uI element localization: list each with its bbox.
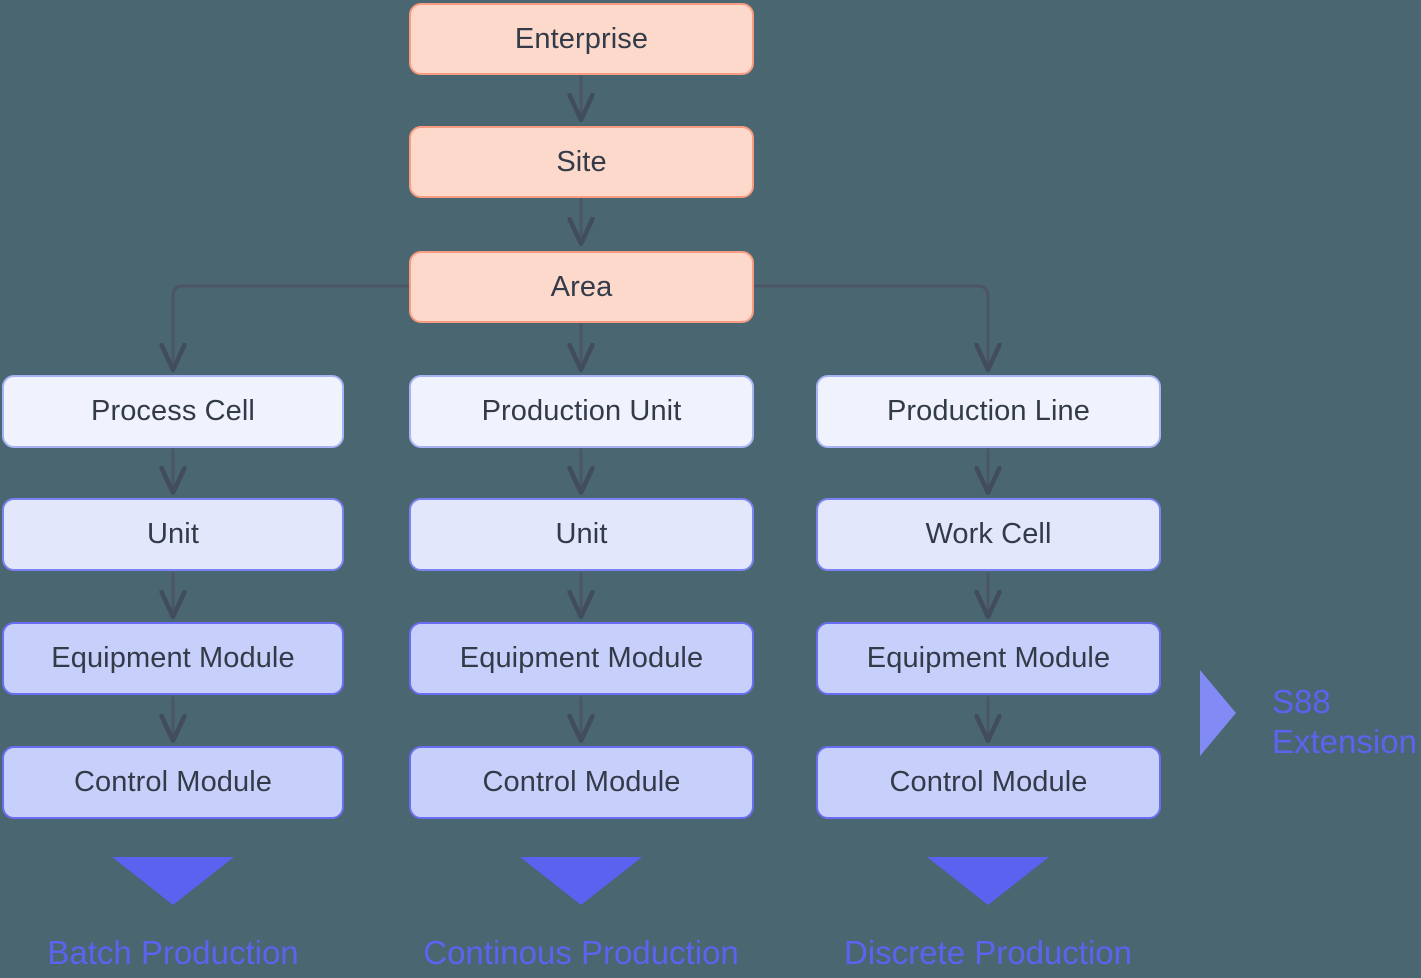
chevron-down-icon-batch <box>112 857 234 905</box>
chevron-down-icon-discrete <box>927 857 1049 905</box>
node-control-module-discrete-label: Control Module <box>889 766 1088 798</box>
node-area[interactable]: Area <box>409 251 754 323</box>
node-enterprise[interactable]: Enterprise <box>409 3 754 75</box>
node-site-label: Site <box>556 145 607 178</box>
node-production-line-label: Production Line <box>886 395 1091 427</box>
node-control-module-batch-label: Control Module <box>73 766 273 798</box>
edge-area-process-cell <box>173 284 411 368</box>
edge-area-production-line <box>752 284 988 368</box>
caption-batch-production: Batch Production <box>47 934 299 971</box>
node-process-cell-label: Process Cell <box>91 395 255 427</box>
node-production-line[interactable]: Production Line <box>816 375 1161 448</box>
s88-extension-line2: Extension <box>1272 723 1417 760</box>
node-equipment-module-batch[interactable]: Equipment Module <box>2 622 344 695</box>
node-unit-continuous[interactable]: Unit <box>409 498 754 571</box>
node-production-unit-label: Production Unit <box>481 395 682 427</box>
node-equipment-module-continuous[interactable]: Equipment Module <box>409 622 754 695</box>
node-equipment-module-continuous-label: Equipment Module <box>459 642 704 674</box>
node-control-module-batch[interactable]: Control Module <box>2 746 344 819</box>
caption-discrete-production: Discrete Production <box>844 934 1132 971</box>
node-equipment-module-discrete[interactable]: Equipment Module <box>816 622 1161 695</box>
node-site[interactable]: Site <box>409 126 754 198</box>
node-unit-batch[interactable]: Unit <box>2 498 344 571</box>
node-unit-batch-label: Unit <box>147 518 199 550</box>
node-area-label: Area <box>550 270 613 303</box>
node-work-cell[interactable]: Work Cell <box>816 498 1161 571</box>
chevron-down-icon-continuous <box>520 857 642 905</box>
node-control-module-discrete[interactable]: Control Module <box>816 746 1161 819</box>
node-equipment-module-discrete-label: Equipment Module <box>866 642 1111 674</box>
node-control-module-continuous[interactable]: Control Module <box>409 746 754 819</box>
node-work-cell-label: Work Cell <box>925 518 1052 550</box>
node-enterprise-label: Enterprise <box>514 22 649 55</box>
node-unit-continuous-label: Unit <box>555 518 608 550</box>
node-equipment-module-batch-label: Equipment Module <box>51 642 295 674</box>
arrow-right-icon-s88 <box>1200 670 1236 756</box>
s88-extension-label: S88 Extension <box>1272 682 1417 762</box>
caption-continous-production: Continous Production <box>423 934 739 971</box>
node-process-cell[interactable]: Process Cell <box>2 375 344 448</box>
node-control-module-continuous-label: Control Module <box>482 766 681 798</box>
node-production-unit[interactable]: Production Unit <box>409 375 754 448</box>
s88-extension-line1: S88 <box>1272 683 1331 720</box>
